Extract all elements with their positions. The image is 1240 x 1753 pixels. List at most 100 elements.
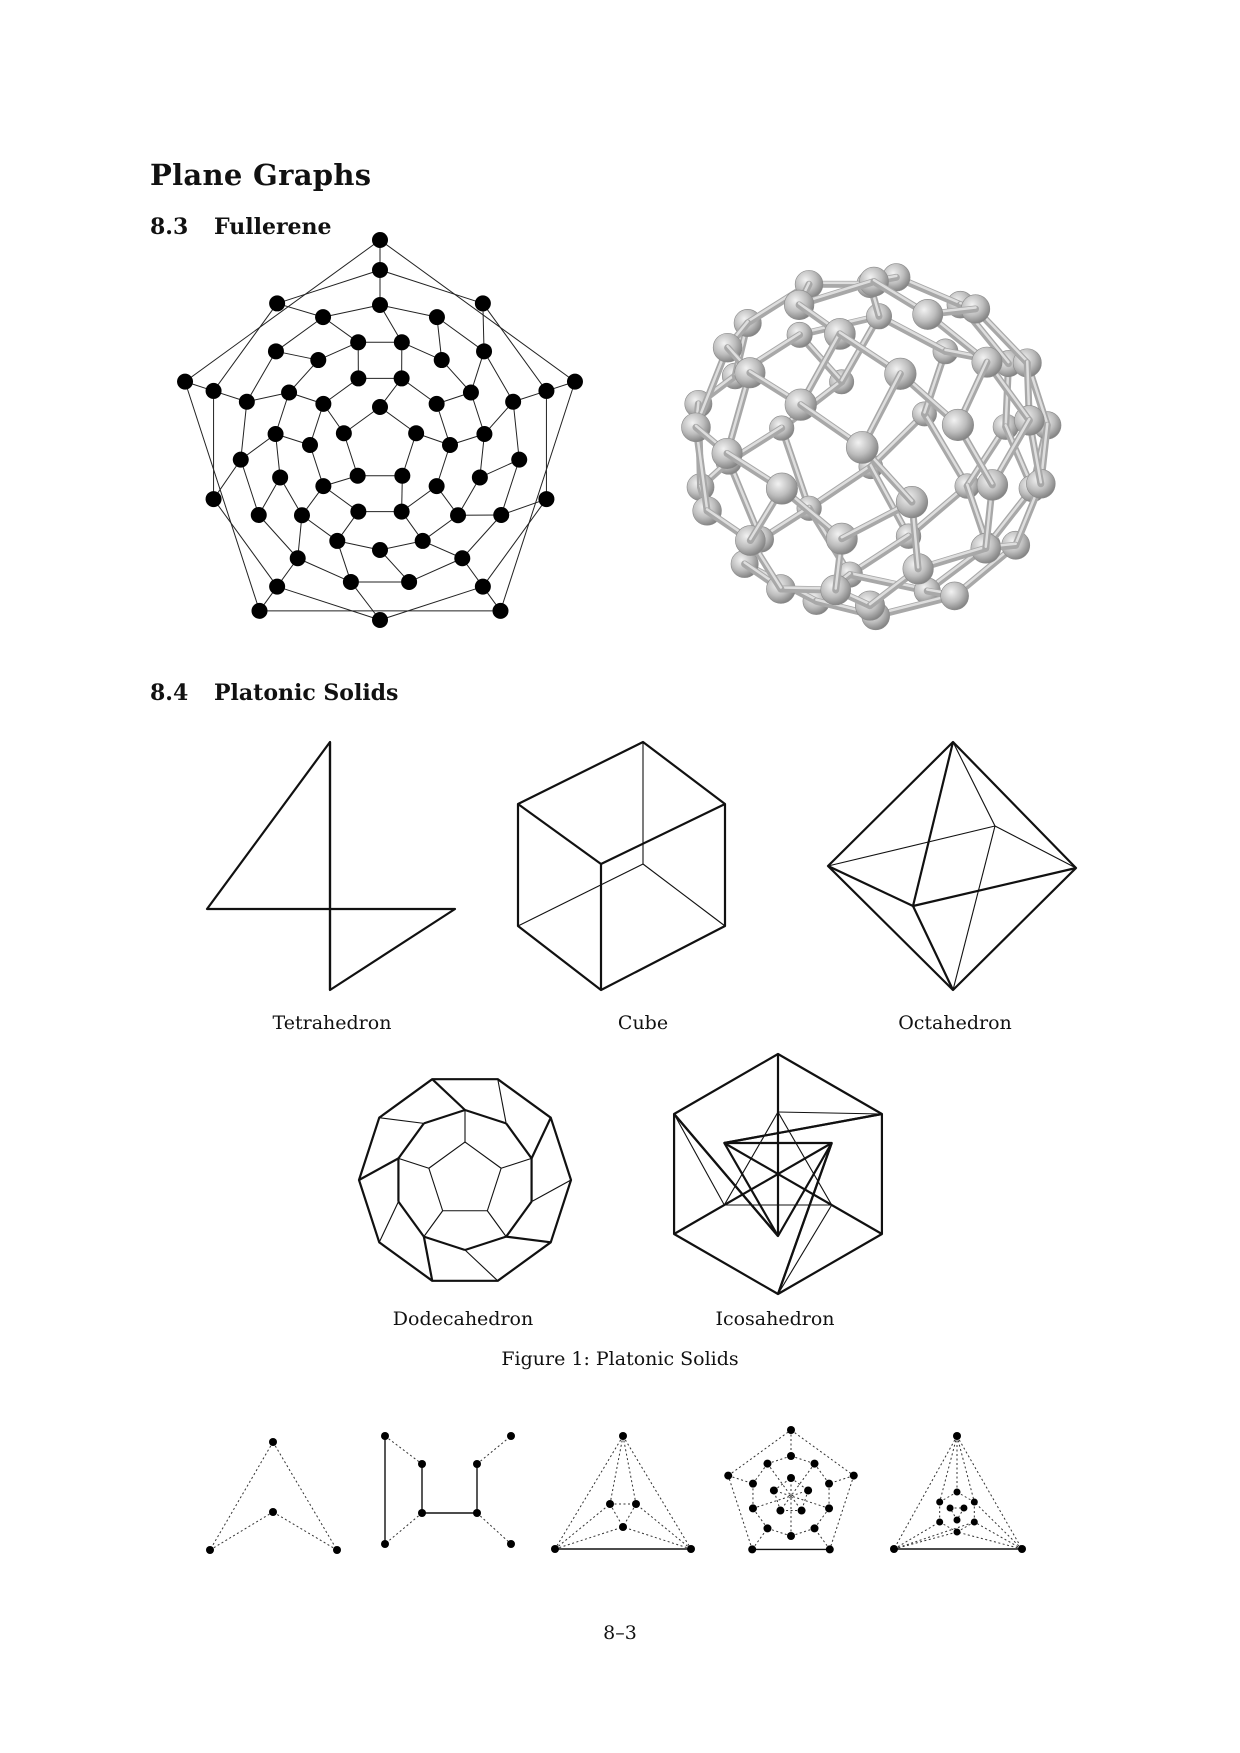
graph-vertex — [505, 393, 522, 410]
dodecahedron-edge — [464, 1108, 507, 1125]
carbon-atom — [845, 431, 879, 464]
graph-vertex — [474, 578, 491, 595]
graph-vertex — [428, 309, 445, 326]
graph-vertex — [970, 1498, 978, 1506]
graph-vertex — [606, 1500, 614, 1508]
graph-vertex — [393, 334, 410, 351]
graph-edge — [322, 304, 381, 318]
graph-vertex — [329, 532, 346, 549]
label-dodecahedron: Dodecahedron — [392, 1308, 534, 1330]
icosahedron-edge — [673, 1113, 725, 1206]
graph-edge — [482, 303, 547, 392]
graph-edge — [476, 1435, 512, 1465]
graph-edge — [609, 1435, 624, 1505]
graph-vertex — [953, 1488, 961, 1496]
graph-edge — [258, 514, 299, 559]
graph-edge — [272, 1441, 338, 1551]
graph-vertex — [511, 451, 528, 468]
graph-edge — [297, 557, 352, 583]
label-octahedron: Octahedron — [898, 1012, 1012, 1034]
section-number: 8.4 — [150, 680, 189, 706]
graph-vertex — [350, 370, 367, 387]
graph-vertex — [350, 503, 367, 520]
graph-vertex — [493, 507, 510, 523]
graph-edge — [184, 381, 260, 612]
graph-edge — [622, 1526, 692, 1550]
graph-vertex — [551, 1545, 559, 1553]
dodecahedron-edge — [428, 1168, 444, 1211]
graph-vertex — [471, 469, 488, 486]
dodecahedron-edge — [378, 1201, 399, 1243]
bond-highlight — [869, 464, 910, 536]
graph-vertex — [936, 1518, 944, 1526]
graph-edge — [974, 1521, 1023, 1550]
graph-vertex — [748, 1545, 757, 1554]
graph-vertex — [372, 297, 388, 313]
graph-edge — [482, 498, 547, 587]
graph-vertex — [414, 532, 431, 549]
dodecahedron-edge — [423, 1235, 466, 1252]
graph-edge — [512, 401, 520, 460]
icosahedron-drawing — [672, 1052, 884, 1296]
graph-edge — [939, 1521, 958, 1533]
graph-vertex — [281, 384, 298, 401]
graph-vertex — [205, 382, 222, 399]
graph-vertex — [333, 1546, 341, 1554]
graph-edge — [246, 351, 277, 402]
graph-edge — [476, 1512, 512, 1545]
graph-vertex — [936, 1498, 944, 1506]
carbon-atom — [940, 581, 969, 611]
graph-vertex — [269, 295, 286, 312]
graph-vertex — [748, 1479, 757, 1488]
graph-vertex — [315, 309, 332, 326]
graph-vertex — [272, 469, 289, 486]
page-number: 8–3 — [603, 1622, 637, 1644]
dodecahedron-edge — [431, 1078, 466, 1111]
graph-vertex — [890, 1545, 898, 1553]
graph-edge — [752, 1489, 809, 1509]
dodecahedron-edge — [379, 1117, 424, 1124]
graph-vertex — [566, 373, 583, 390]
graph-vertex — [473, 1460, 481, 1468]
graph-vertex — [687, 1545, 695, 1553]
graph-vertex — [450, 507, 467, 524]
icosahedron-edge — [777, 1111, 882, 1115]
dodecahedron-edge — [531, 1179, 572, 1203]
graph-vertex — [960, 1504, 968, 1512]
dodecahedron-edge — [464, 1249, 499, 1282]
graph-vertex — [342, 573, 359, 590]
label-cube: Cube — [617, 1012, 669, 1034]
graph-edge — [209, 1511, 274, 1551]
dodecahedron-edge — [464, 1235, 507, 1252]
graph-vertex — [619, 1432, 627, 1440]
graph-edge — [893, 1531, 958, 1550]
graph-vertex — [418, 1509, 426, 1517]
graph-vertex — [619, 1523, 627, 1531]
graph-edge — [622, 1435, 637, 1505]
graph-vertex — [538, 382, 555, 399]
dodecahedron-edge — [530, 1117, 552, 1159]
dodecahedron-edge — [397, 1122, 425, 1160]
graph-edge — [276, 586, 381, 621]
graph-edge — [272, 1511, 338, 1551]
graph-vertex — [787, 1452, 795, 1460]
graph-vertex — [953, 1516, 961, 1524]
graph-edge — [554, 1435, 624, 1550]
graph-edge — [790, 1429, 855, 1477]
graph-vertex — [804, 1486, 813, 1495]
graph-vertex — [810, 1459, 819, 1468]
dodecahedron-edge — [505, 1122, 533, 1160]
graph-vertex — [238, 393, 255, 410]
graph-vertex — [473, 1509, 481, 1517]
graph-vertex — [205, 491, 222, 508]
graph-vertex — [372, 232, 388, 248]
graph-vertex — [724, 1471, 733, 1480]
graph-edge — [801, 1490, 809, 1511]
dodecahedron-edge — [422, 1236, 434, 1282]
graph-vertex — [849, 1471, 858, 1480]
graph-edge — [790, 1477, 809, 1491]
graph-edge — [240, 401, 248, 460]
graph-edge — [240, 459, 260, 516]
